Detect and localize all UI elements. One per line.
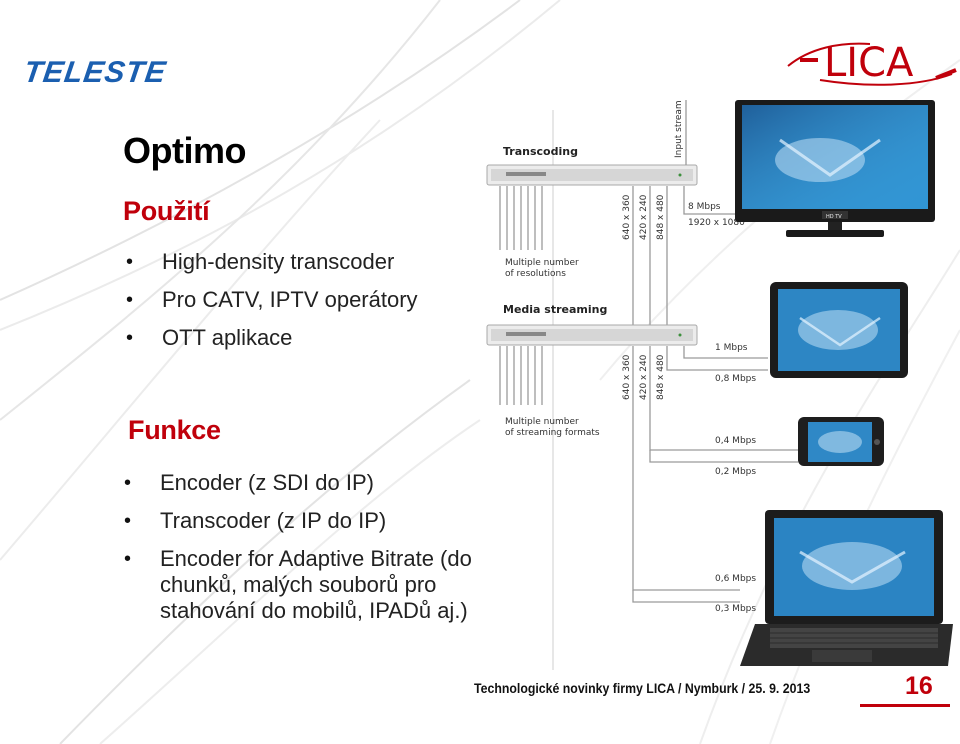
res-label: 640 x 360 — [622, 194, 632, 240]
input-stream-label: Input stream — [674, 100, 684, 158]
res-label: 420 x 240 — [639, 354, 649, 400]
bitrate-label: 8 Mbps — [688, 202, 721, 212]
res-label: 420 x 240 — [639, 194, 649, 240]
list-item: OTT aplikace — [126, 319, 418, 357]
streaming-diagram: Transcoding Input stream 640 x 360 420 x… — [486, 100, 953, 670]
bitrate-label: 1 Mbps — [715, 343, 748, 353]
res-label: 848 x 480 — [656, 194, 666, 240]
lica-logo: LICA — [780, 30, 960, 97]
list-item: Pro CATV, IPTV operátory — [126, 281, 418, 319]
bitrate-label: 0,8 Mbps — [715, 374, 756, 384]
multiple-formats-label: Multiple number — [505, 417, 579, 427]
multiple-resolutions-label: Multiple number — [505, 258, 579, 268]
multiple-formats-label: of streaming formats — [505, 428, 600, 438]
list-item: Encoder (z SDI do IP) — [124, 470, 484, 496]
res-label: 640 x 360 — [622, 354, 632, 400]
multiple-resolutions-label: of resolutions — [505, 269, 566, 279]
transcoding-label: Transcoding — [503, 145, 578, 158]
bitrate-label: 0,3 Mbps — [715, 604, 756, 614]
list-item: Transcoder (z IP do IP) — [124, 508, 484, 534]
media-streaming-label: Media streaming — [503, 303, 607, 316]
list-item: High-density transcoder — [126, 243, 418, 281]
svg-text:LICA: LICA — [824, 40, 914, 86]
streaming-output-lines — [499, 346, 798, 603]
section-heading-features: Funkce — [128, 415, 221, 445]
streaming-rack-device — [486, 324, 698, 346]
hdtv-badge: HD TV — [826, 214, 842, 220]
transcoder-output-lines — [499, 186, 740, 325]
features-list: Encoder (z SDI do IP) Transcoder (z IP d… — [124, 470, 484, 636]
phone-device — [798, 417, 884, 466]
laptop-device — [740, 510, 953, 666]
footer-text: Technologické novinky firmy LICA / Nymbu… — [474, 680, 811, 696]
hdtv-device: HD TV — [735, 100, 935, 237]
use-list: High-density transcoder Pro CATV, IPTV o… — [126, 243, 418, 357]
page-number-underline — [860, 704, 950, 707]
tablet-device — [770, 282, 908, 378]
bitrate-label: 0,6 Mbps — [715, 574, 756, 584]
transcoder-rack-device — [486, 164, 698, 186]
resolution-label: 1920 x 1080 — [688, 218, 745, 228]
list-item: Encoder for Adaptive Bitrate (do chunků,… — [124, 546, 484, 624]
page-number: 16 — [905, 672, 933, 700]
page-title: Optimo — [123, 130, 246, 171]
teleste-logo: TELESTE — [21, 56, 169, 89]
bitrate-label: 0,4 Mbps — [715, 436, 756, 446]
section-heading-use: Použití — [123, 196, 210, 226]
bitrate-label: 0,2 Mbps — [715, 467, 756, 477]
res-label: 848 x 480 — [656, 354, 666, 400]
